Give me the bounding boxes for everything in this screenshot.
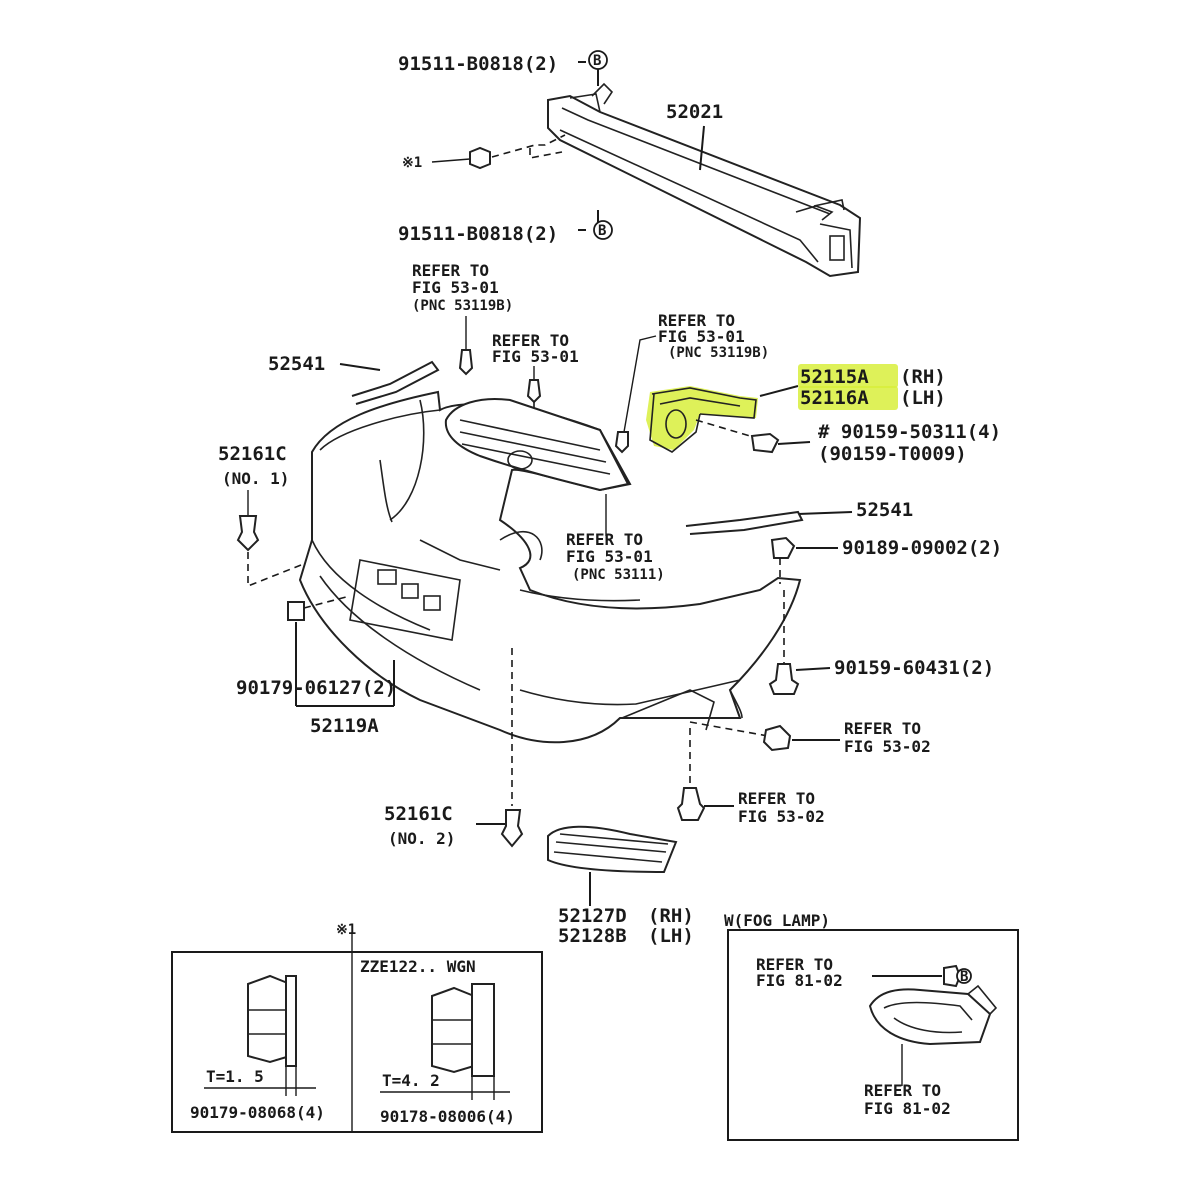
refer-grille-1: REFER TO	[412, 261, 489, 280]
highlight-retainer-lh	[798, 386, 898, 410]
flange-nut-2	[431, 983, 495, 1077]
note-ref-left: ※1	[402, 155, 422, 171]
refer-lower-grille-3: (PNC 53111)	[572, 567, 665, 583]
refer-grille-3: (PNC 53119B)	[412, 298, 513, 314]
fog-b-marker-icon	[956, 968, 972, 984]
inset-variant: ZZE122.. WGN	[360, 957, 476, 976]
refer-532a-2: FIG 53-02	[844, 737, 931, 756]
emblem-icon	[507, 450, 533, 470]
label-moulding-right: 52541	[856, 499, 913, 521]
clip-icon-grille	[458, 349, 474, 376]
label-retainer-rh-side: (RH)	[900, 366, 946, 388]
label-fog-cover-rh: 52127D	[558, 905, 627, 927]
clip-no1-icon	[236, 515, 260, 552]
label-clip-no2-sub: (NO. 2)	[388, 829, 455, 848]
clip-refer-53-02-a-icon	[762, 724, 792, 752]
label-fog-cover-rh-side: (RH)	[648, 905, 694, 927]
clip-icon-center	[526, 379, 542, 404]
fog-ref-top-2: FIG 81-02	[756, 971, 843, 990]
flange-nut-1	[247, 974, 297, 1067]
label-screw-2: (90159-T0009)	[818, 443, 967, 465]
fog-ref-bot-2: FIG 81-02	[864, 1099, 951, 1118]
refer-center-2: FIG 53-01	[492, 347, 579, 366]
inset-thickness-2: T=4. 2	[382, 1071, 440, 1090]
highlight-retainer-part	[646, 386, 758, 450]
b-marker-top-icon	[588, 50, 608, 70]
highlight-retainer-rh	[798, 364, 898, 388]
label-nut-90179: 90179-06127(2)	[236, 677, 396, 699]
label-nut-90189: 90189-09002(2)	[842, 537, 1002, 559]
side-retainer-bracket	[649, 387, 757, 453]
label-retainer-rh: 52115A	[800, 366, 869, 388]
clip-icon-right	[614, 431, 629, 454]
refer-lower-grille-2: FIG 53-01	[566, 547, 653, 566]
flange-nut-icon	[469, 146, 491, 170]
label-retainer-lh: 52116A	[800, 387, 869, 409]
moulding-right-strip	[685, 510, 804, 535]
b-marker-lower-icon	[593, 220, 613, 240]
label-cover: 52119A	[310, 715, 379, 737]
fog-ref-bot-1: REFER TO	[864, 1081, 941, 1100]
screw-refer-53-02-b-icon	[676, 787, 706, 821]
fog-ref-top-1: REFER TO	[756, 955, 833, 974]
fog-lamp-unit	[868, 984, 998, 1046]
label-moulding-left: 52541	[268, 353, 325, 375]
inset-thickness-1: T=1. 5	[206, 1067, 264, 1086]
refer-532b-2: FIG 53-02	[738, 807, 825, 826]
inset-part-1: 90179-08068(4)	[190, 1103, 325, 1122]
bumper-reinforcement	[547, 82, 862, 278]
fog-box-title: W(FOG LAMP)	[724, 911, 830, 930]
label-bolt-lower: 91511-B0818(2)	[398, 223, 558, 245]
fog-circle-b: B	[960, 969, 968, 985]
label-screw-90159: 90159-60431(2)	[834, 657, 994, 679]
refer-lower-grille-1: REFER TO	[566, 530, 643, 549]
clip-90179-icon	[287, 601, 305, 621]
fog-lamp-cover	[547, 825, 678, 874]
inset-nut-box	[171, 951, 543, 1133]
refer-532b-1: REFER TO	[738, 789, 815, 808]
label-fog-cover-lh: 52128B	[558, 925, 627, 947]
fog-lamp-box	[727, 929, 1019, 1141]
refer-532a-1: REFER TO	[844, 719, 921, 738]
screw-90159-icon	[768, 663, 800, 695]
refer-right-3: (PNC 53119B)	[668, 345, 769, 361]
refer-right-2: FIG 53-01	[658, 327, 745, 346]
label-screw-1: # 90159-50311(4)	[818, 421, 1001, 443]
screw-icon-retainer	[750, 432, 780, 454]
inset-part-2: 90178-08006(4)	[380, 1107, 515, 1126]
clip-no2-icon	[500, 809, 524, 848]
refer-grille-2: FIG 53-01	[412, 278, 499, 297]
label-reinforcement: 52021	[666, 101, 723, 123]
nut-90189-icon	[770, 536, 796, 559]
label-fog-cover-lh-side: (LH)	[648, 925, 694, 947]
label-clip-no2: 52161C	[384, 803, 453, 825]
inset-note: ※1	[336, 922, 356, 938]
label-clip-no1: 52161C	[218, 443, 287, 465]
label-retainer-lh-side: (LH)	[900, 387, 946, 409]
circle-b-lower: B	[598, 223, 606, 239]
radiator-grille	[444, 398, 630, 492]
refer-right-1: REFER TO	[658, 311, 735, 330]
label-bolt-top: 91511-B0818(2)	[398, 53, 558, 75]
circle-b-top: B	[593, 53, 601, 69]
label-clip-no1-sub: (NO. 1)	[222, 469, 289, 488]
moulding-left-strip	[351, 360, 440, 405]
refer-center-1: REFER TO	[492, 331, 569, 350]
